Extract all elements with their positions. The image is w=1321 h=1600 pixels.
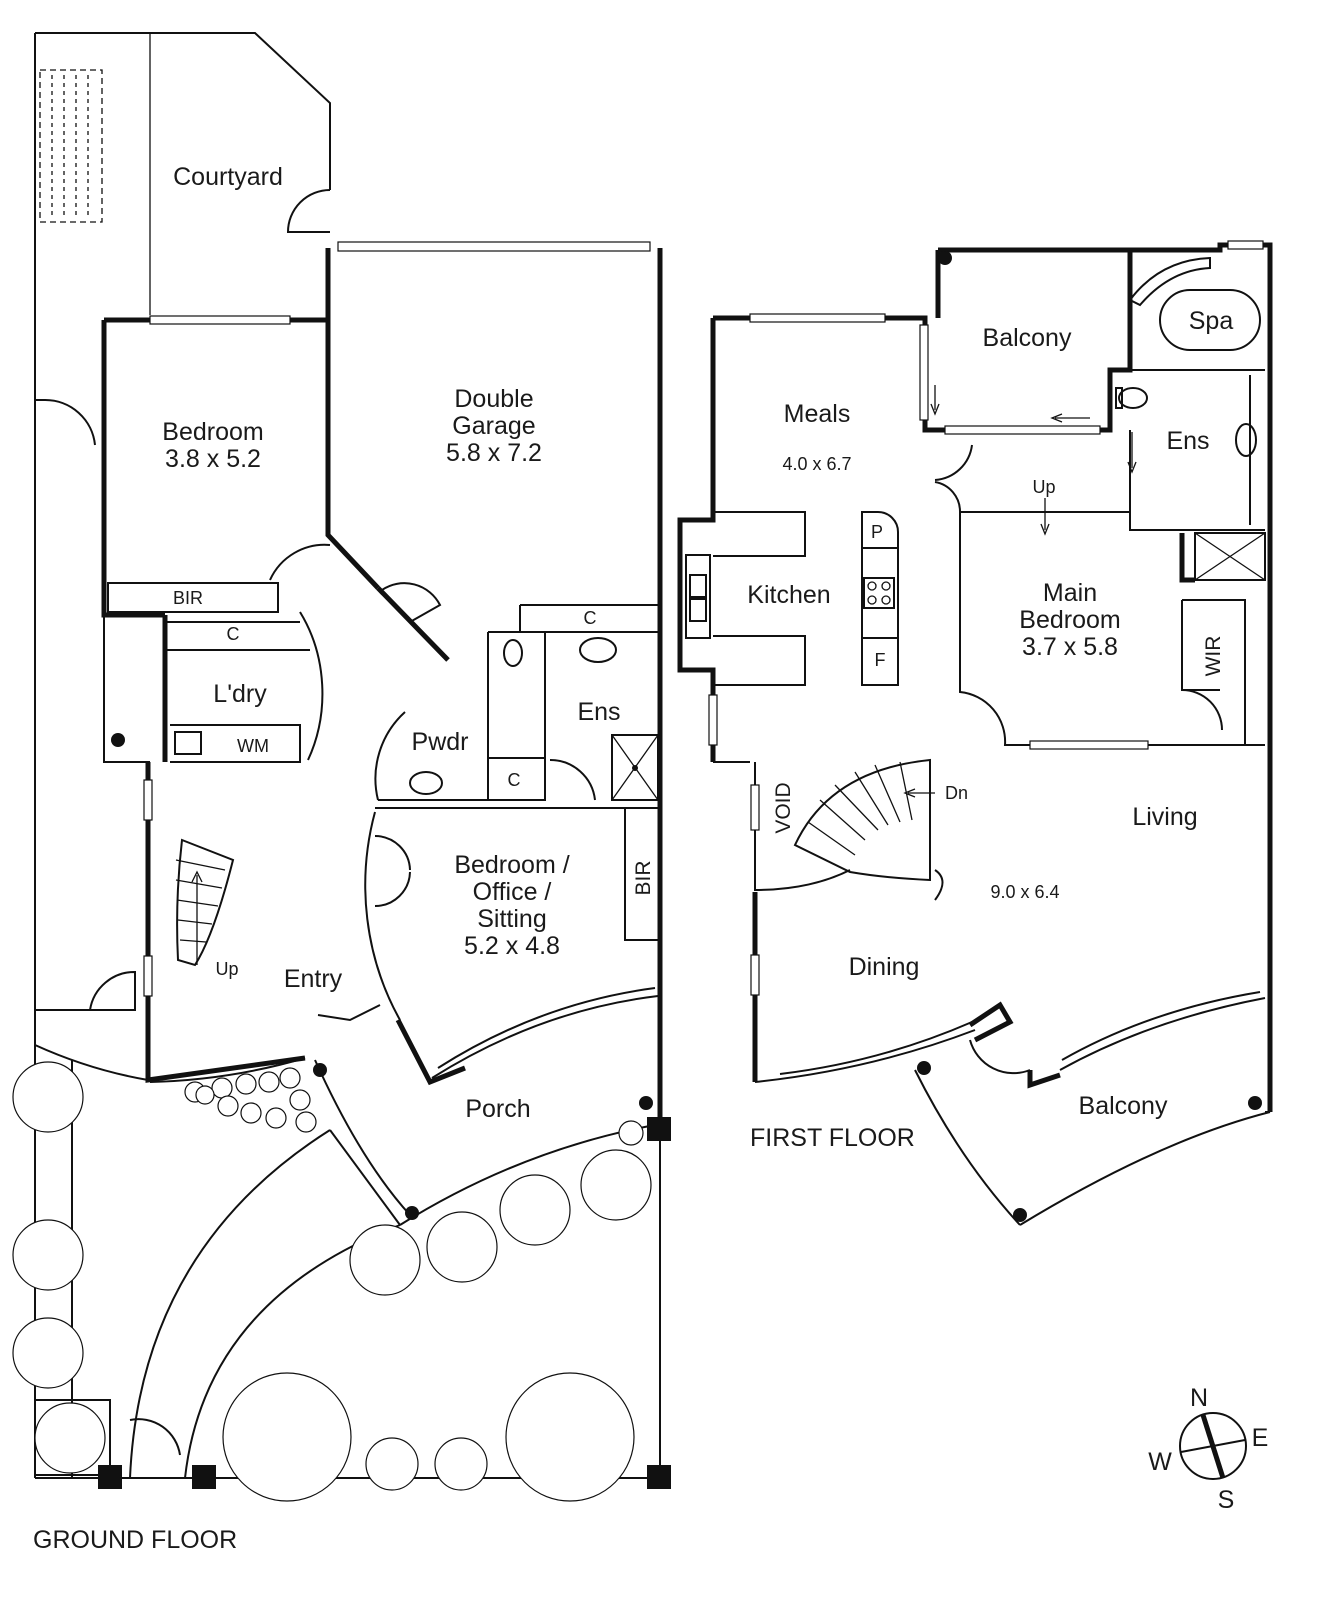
label-ground-ensuite: Ens — [577, 698, 620, 726]
label-garage-1: Double — [454, 385, 533, 413]
compass-w: W — [1148, 1448, 1172, 1476]
ensuite-basin — [579, 637, 617, 663]
label-office-2: Office / — [473, 878, 552, 906]
compass-s: S — [1218, 1486, 1235, 1514]
label-down: Dn — [945, 783, 968, 803]
label-pantry: P — [871, 522, 883, 542]
label-garage-2: Garage — [452, 412, 535, 440]
ground-floor-plan — [12, 32, 671, 1502]
label-ensuite-cupboard: C — [584, 608, 597, 628]
label-entry: Entry — [284, 965, 343, 993]
compass-n: N — [1190, 1384, 1208, 1412]
label-living: Living — [1132, 803, 1197, 831]
label-laundry-cupboard: C — [227, 624, 240, 644]
label-ground-floor: GROUND FLOOR — [33, 1526, 237, 1554]
label-office-bir: BIR — [632, 860, 655, 895]
label-first-floor: FIRST FLOOR — [750, 1124, 915, 1152]
bir-cupboard — [107, 582, 279, 613]
label-fridge: F — [875, 650, 886, 670]
label-main-bedroom-2: Bedroom — [1019, 606, 1120, 634]
label-powder: Pwdr — [412, 728, 469, 756]
label-wm: WM — [237, 736, 269, 756]
pergola — [39, 69, 103, 223]
powder-basin — [409, 771, 443, 795]
label-hall-cupboard: C — [508, 770, 521, 790]
powder-toilet — [503, 639, 523, 667]
label-laundry: L'dry — [213, 680, 267, 708]
label-office-size: 5.2 x 4.8 — [464, 932, 560, 960]
ground-trees — [12, 1061, 652, 1502]
label-void: VOID — [772, 782, 795, 833]
label-garage-size: 5.8 x 7.2 — [446, 439, 542, 467]
first-floor-plan — [677, 240, 1273, 1226]
label-bedroom: Bedroom — [162, 418, 263, 446]
label-ground-up: Up — [215, 959, 238, 979]
compass-e: E — [1252, 1424, 1269, 1452]
label-main-bedroom-1: Main — [1043, 579, 1097, 607]
ground-stair — [175, 838, 235, 967]
label-dining: Dining — [849, 953, 920, 981]
label-wir: WIR — [1202, 636, 1225, 677]
label-office-1: Bedroom / — [454, 851, 569, 879]
label-first-up: Up — [1032, 477, 1055, 497]
garage-door — [337, 241, 651, 252]
compass — [1179, 1412, 1247, 1480]
first-stair — [793, 758, 935, 882]
label-porch: Porch — [465, 1095, 530, 1123]
label-living-size: 9.0 x 6.4 — [990, 882, 1059, 902]
label-meals-size: 4.0 x 6.7 — [782, 454, 851, 474]
ensuite-shower — [611, 734, 659, 801]
label-main-bedroom-size: 3.7 x 5.8 — [1022, 633, 1118, 661]
label-first-ensuite: Ens — [1166, 427, 1209, 455]
bedroom-window — [149, 315, 291, 325]
label-kitchen: Kitchen — [747, 581, 830, 609]
spa-tub — [1159, 289, 1261, 351]
label-bedroom-size: 3.8 x 5.2 — [165, 445, 261, 473]
label-spa: Spa — [1189, 307, 1234, 335]
label-courtyard: Courtyard — [173, 163, 283, 191]
label-balcony-front: Balcony — [1079, 1092, 1168, 1120]
label-meals: Meals — [784, 400, 851, 428]
label-balcony-rear: Balcony — [983, 324, 1072, 352]
label-bir: BIR — [173, 588, 203, 608]
label-office-3: Sitting — [477, 905, 546, 933]
